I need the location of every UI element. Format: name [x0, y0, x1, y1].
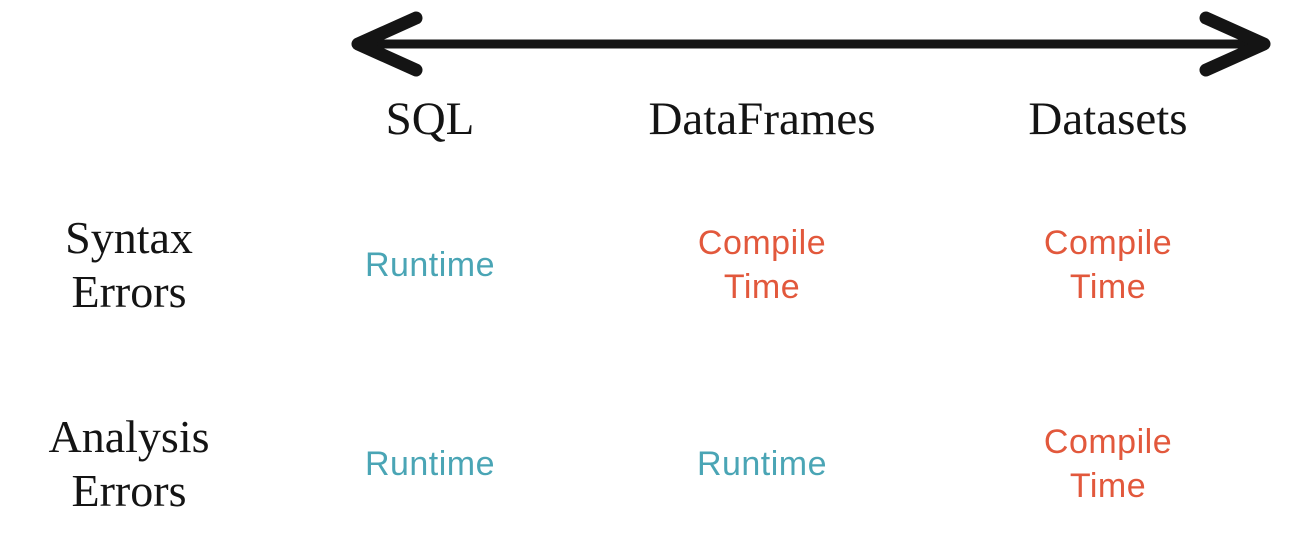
double-arrow-icon: [351, 11, 1271, 77]
cell-analysis-dataframes: Runtime: [696, 444, 828, 483]
cell-syntax-sql: Runtime: [364, 245, 496, 284]
column-header-datasets: Datasets: [1028, 92, 1188, 145]
row-label-syntax-errors: Syntax Errors: [65, 211, 193, 317]
cell-syntax-datasets: Compile Time: [1043, 223, 1173, 306]
column-header-dataframes: DataFrames: [648, 92, 876, 145]
row-label-analysis-errors: Analysis Errors: [48, 410, 210, 516]
spectrum-arrow-row: [0, 0, 1294, 84]
cell-analysis-datasets: Compile Time: [1043, 422, 1173, 505]
column-header-sql: SQL: [385, 92, 475, 145]
cell-analysis-sql: Runtime: [364, 444, 496, 483]
cell-syntax-dataframes: Compile Time: [697, 223, 827, 306]
